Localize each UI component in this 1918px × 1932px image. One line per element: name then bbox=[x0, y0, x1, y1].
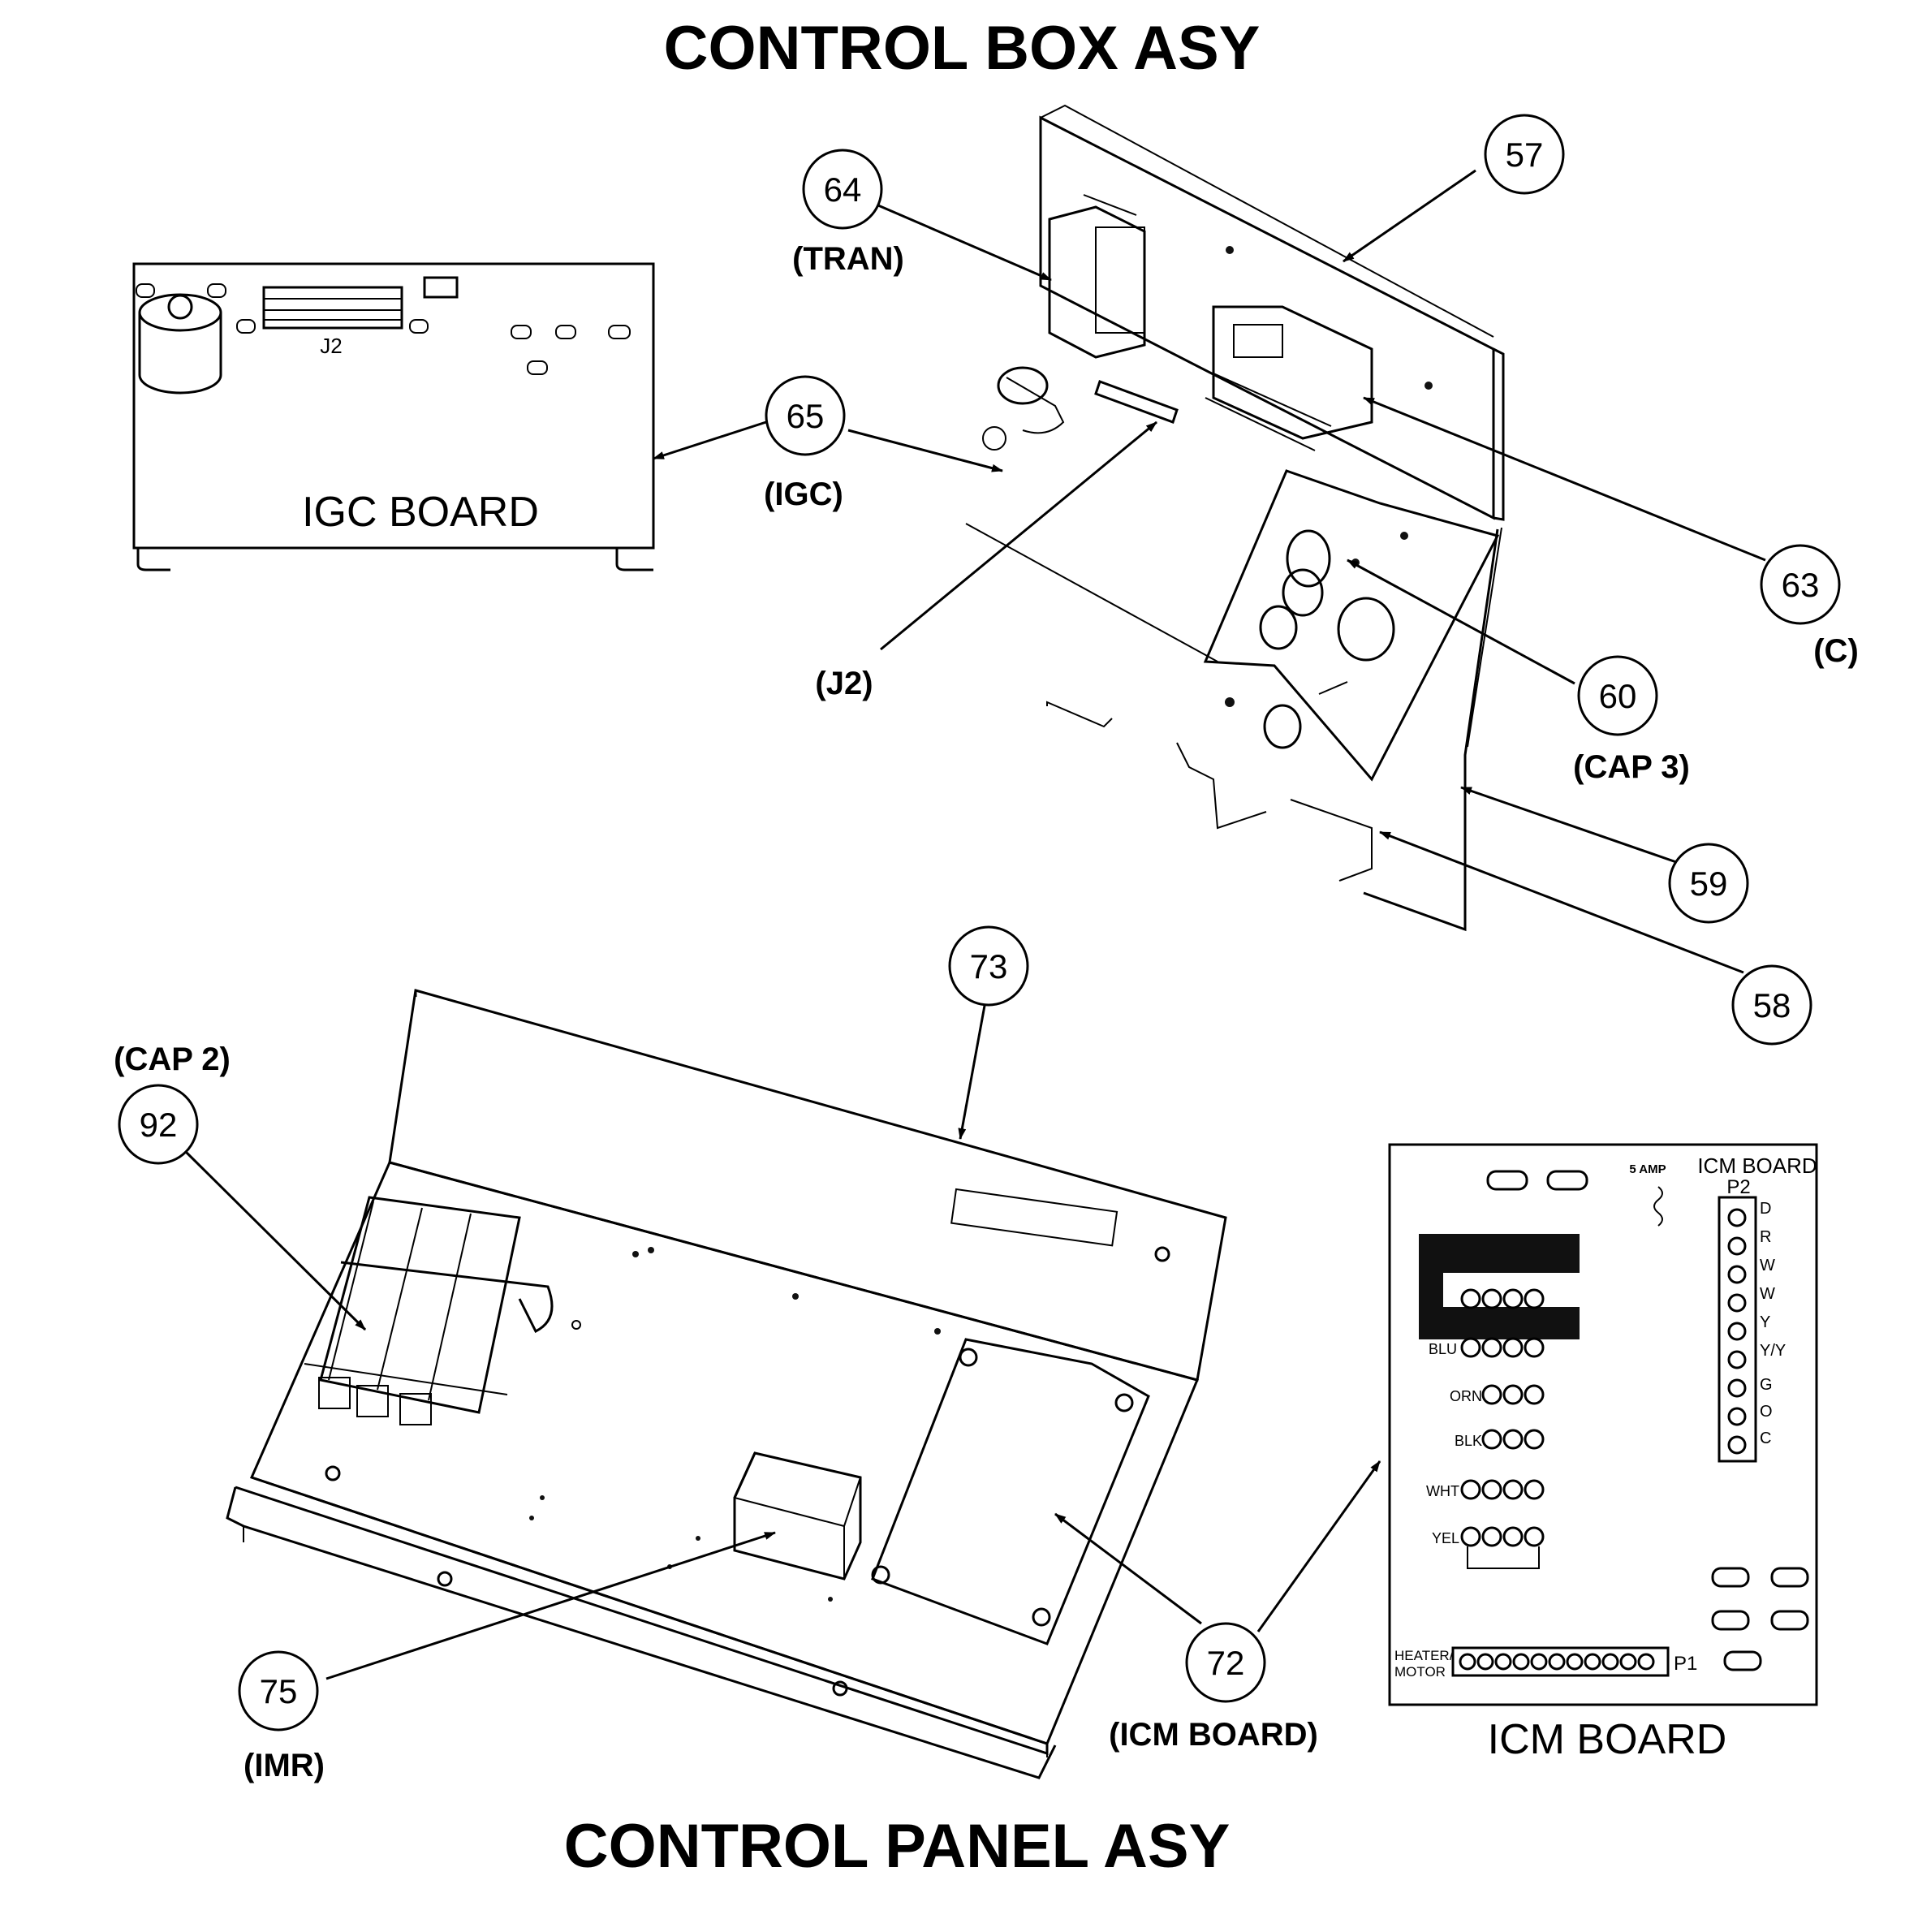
callout-label: (IGC) bbox=[764, 477, 843, 512]
callout-73: 73 bbox=[948, 925, 1029, 1007]
igc-j2-label: J2 bbox=[320, 334, 342, 358]
callout-72: 72 (ICM BOARD) bbox=[1109, 1622, 1318, 1753]
icm-motor-label: MOTOR bbox=[1394, 1664, 1446, 1680]
j2-callout-label: (J2) bbox=[815, 666, 873, 701]
igc-board-drawing bbox=[132, 262, 655, 571]
icm-p2-terminal: Y/Y bbox=[1760, 1342, 1786, 1360]
callout-60: 60 (CAP 3) bbox=[1573, 655, 1690, 785]
icm-wire-label: WHT bbox=[1426, 1483, 1459, 1499]
control-panel-title: CONTROL PANEL ASY bbox=[564, 1812, 1231, 1881]
svg-text:59: 59 bbox=[1690, 865, 1728, 903]
callout-label: (ICM BOARD) bbox=[1109, 1717, 1318, 1753]
svg-text:58: 58 bbox=[1753, 986, 1791, 1024]
callout-92: 92 (CAP 2) bbox=[114, 1041, 231, 1165]
icm-wire-label: ORN bbox=[1450, 1388, 1482, 1404]
callout-label: (C) bbox=[1813, 633, 1859, 669]
icm-wire-label: BLU bbox=[1429, 1341, 1457, 1357]
icm-wire-label: YEL bbox=[1432, 1530, 1459, 1546]
leader-lines bbox=[183, 169, 1766, 1680]
icm-wire-label: BLK bbox=[1455, 1433, 1482, 1449]
icm-board-label: ICM BOARD bbox=[1488, 1716, 1727, 1763]
svg-text:72: 72 bbox=[1207, 1644, 1245, 1682]
control-panel-drawing bbox=[226, 989, 1227, 1779]
icm-p2-terminal: C bbox=[1760, 1430, 1771, 1447]
control-box-title: CONTROL BOX ASY bbox=[664, 14, 1261, 83]
control-box-drawing bbox=[965, 104, 1505, 932]
svg-text:60: 60 bbox=[1599, 677, 1637, 715]
callout-58: 58 bbox=[1731, 964, 1812, 1046]
icm-p2-terminal: R bbox=[1760, 1228, 1771, 1246]
callout-75: 75 (IMR) bbox=[238, 1650, 325, 1783]
svg-text:65: 65 bbox=[787, 397, 825, 435]
icm-inner-title: ICM BOARD bbox=[1697, 1154, 1817, 1178]
callout-64: 64 (TRAN) bbox=[792, 149, 904, 277]
icm-p2-terminal: W bbox=[1760, 1257, 1775, 1274]
callout-label: (TRAN) bbox=[792, 241, 904, 277]
icm-p1-label: P1 bbox=[1674, 1653, 1697, 1675]
icm-p2-label: P2 bbox=[1726, 1176, 1750, 1198]
callout-label: (CAP 3) bbox=[1573, 749, 1690, 785]
icm-p2-terminal: W bbox=[1760, 1285, 1775, 1303]
icm-p2-terminal: Y bbox=[1760, 1313, 1770, 1331]
callout-label: (IMR) bbox=[244, 1748, 325, 1783]
svg-text:57: 57 bbox=[1506, 136, 1544, 174]
icm-p2-terminal: O bbox=[1760, 1403, 1773, 1421]
svg-text:63: 63 bbox=[1782, 566, 1820, 604]
callout-65: 65 (IGC) bbox=[764, 375, 846, 512]
icm-terminal-rows bbox=[1460, 1288, 1545, 1569]
igc-board-label: IGC BOARD bbox=[302, 489, 539, 536]
callout-63: 63 (C) bbox=[1760, 544, 1859, 669]
callout-59: 59 bbox=[1668, 843, 1749, 924]
icm-p2-terminal: D bbox=[1760, 1200, 1771, 1218]
icm-heater-label: HEATER/ bbox=[1394, 1648, 1454, 1663]
svg-text:92: 92 bbox=[140, 1106, 178, 1144]
callout-label: (CAP 2) bbox=[114, 1041, 231, 1077]
icm-fuse-label: 5 AMP bbox=[1629, 1162, 1666, 1176]
svg-text:75: 75 bbox=[260, 1672, 298, 1710]
icm-p2-terminal: G bbox=[1760, 1376, 1773, 1394]
icm-board-drawing bbox=[1388, 1143, 1818, 1706]
svg-text:73: 73 bbox=[970, 947, 1008, 985]
svg-text:64: 64 bbox=[824, 170, 862, 209]
callout-57: 57 bbox=[1484, 114, 1565, 195]
